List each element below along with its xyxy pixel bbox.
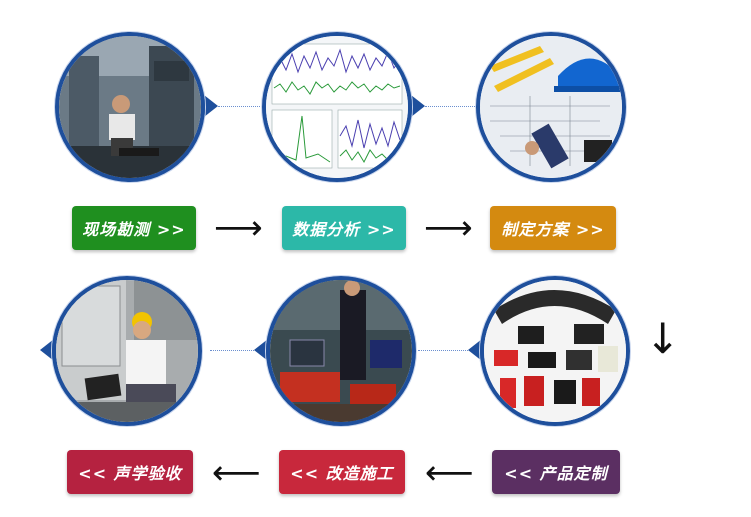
- pointer-acceptance: [40, 339, 54, 361]
- pointer-analysis: [411, 95, 425, 117]
- survey-button[interactable]: 现场勘测 >>: [72, 206, 196, 250]
- right-arrow-1: ⟶: [214, 208, 263, 248]
- construction-photo: [266, 276, 416, 426]
- acceptance-button[interactable]: << 声学验收: [67, 450, 193, 494]
- connector-line-top-1: [218, 106, 280, 107]
- plan-photo: [476, 32, 626, 182]
- connector-line-bottom-1: [210, 350, 274, 351]
- connector-line-top-2: [425, 106, 483, 107]
- pointer-customize: [468, 339, 482, 361]
- survey-photo: [55, 32, 205, 182]
- right-arrow-2: ⟶: [424, 208, 473, 248]
- customize-button[interactable]: << 产品定制: [492, 450, 620, 494]
- left-arrow-2: ⟵: [425, 453, 474, 493]
- customize-photo: [480, 276, 630, 426]
- connector-line-bottom-2: [418, 350, 482, 351]
- plan-button[interactable]: 制定方案 >>: [490, 206, 616, 250]
- analysis-photo: [262, 32, 412, 182]
- acceptance-photo: [52, 276, 202, 426]
- analysis-button[interactable]: 数据分析 >>: [282, 206, 406, 250]
- pointer-construction: [254, 339, 268, 361]
- construction-button[interactable]: << 改造施工: [279, 450, 405, 494]
- pointer-survey: [204, 95, 218, 117]
- down-arrow: ↓: [645, 314, 681, 363]
- left-arrow-1: ⟵: [212, 453, 261, 493]
